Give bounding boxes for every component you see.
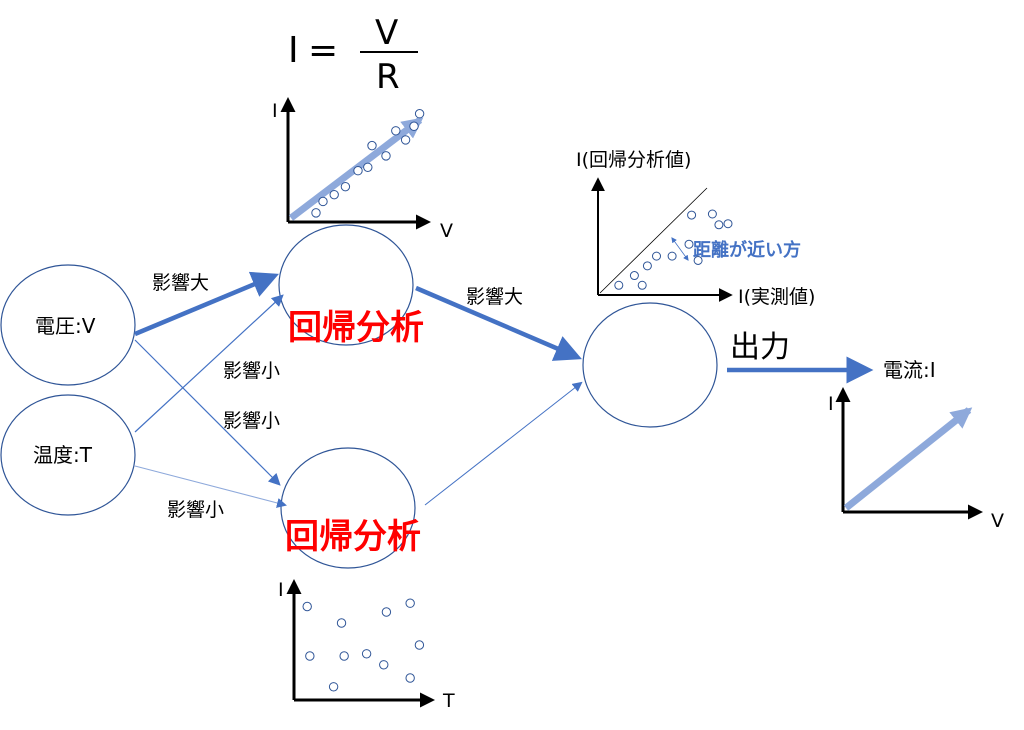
- compare-point-1: [629, 271, 639, 281]
- compare-axis-x-label: I(実測値): [738, 286, 815, 308]
- iv-point-11: [414, 109, 425, 119]
- it-point-1: [336, 618, 347, 628]
- it-point-0: [302, 601, 312, 612]
- label-small-2: 影響小: [223, 410, 280, 432]
- iv-point-6: [367, 140, 377, 151]
- compare-point-11: [723, 219, 733, 229]
- iv-point-1: [318, 196, 328, 207]
- compare-point-2: [637, 280, 647, 290]
- regression-node-bottom[interactable]: [280, 447, 416, 569]
- it-point-7: [379, 660, 389, 670]
- label-small-3: 影響小: [167, 499, 224, 521]
- voltage-node[interactable]: [0, 264, 136, 386]
- regression-label-bottom: 回帰分析: [285, 517, 421, 557]
- output-axis-x-label: V: [991, 510, 1004, 532]
- compare-reference-line: [599, 187, 708, 294]
- iv-point-5: [363, 162, 373, 172]
- compare-point-5: [667, 251, 677, 261]
- iv-point-9: [400, 135, 411, 145]
- it-plot: I T: [278, 579, 455, 712]
- compare-point-4: [652, 251, 661, 261]
- temperature-label: 温度:T: [33, 443, 93, 467]
- label-small-1: 影響小: [223, 360, 280, 382]
- voltage-label: 電圧:V: [35, 314, 96, 338]
- output-plot: I V: [828, 387, 1004, 532]
- edge-bottom-output: [424, 381, 583, 506]
- formula-denominator: R: [376, 57, 400, 97]
- iv-point-8: [391, 126, 401, 136]
- edge-voltage-top: [134, 271, 279, 337]
- iv-point-3: [340, 181, 351, 192]
- formula-equals: =: [308, 30, 338, 71]
- output-axis-y-label: I: [828, 393, 834, 415]
- it-point-6: [361, 649, 372, 659]
- iv-point-10: [409, 121, 419, 131]
- formula: I = V R: [288, 13, 418, 97]
- it-point-3: [405, 598, 415, 608]
- distance-annotation: 距離が近い方: [693, 239, 801, 261]
- compare-point-3: [642, 261, 652, 271]
- it-axis-x-label: T: [442, 690, 455, 712]
- iv-point-0: [311, 208, 321, 218]
- compare-point-0: [614, 280, 624, 290]
- iv-point-4: [353, 166, 363, 176]
- compare-point-9: [707, 209, 717, 219]
- regression-label-top: 回帰分析: [288, 308, 424, 348]
- it-point-2: [381, 607, 392, 617]
- output-trend-arrow: [843, 407, 973, 511]
- it-point-9: [328, 682, 339, 692]
- iv-point-7: [381, 151, 391, 161]
- iv-plot: I V: [272, 97, 453, 242]
- it-axis-y-label: I: [278, 579, 284, 601]
- formula-lhs: I: [288, 30, 299, 71]
- it-point-5: [339, 651, 349, 661]
- distance-indicator: [671, 237, 689, 261]
- output-label: 出力: [730, 330, 790, 365]
- output-target-label: 電流:I: [883, 358, 936, 382]
- it-point-8: [414, 640, 425, 650]
- edge-voltage-bottom: [134, 339, 281, 486]
- label-large-2: 影響大: [466, 286, 523, 308]
- edge-temperature-bottom: [134, 465, 287, 508]
- temperature-node[interactable]: [0, 394, 136, 516]
- iv-axis-y-label: I: [272, 100, 278, 122]
- compare-point-10: [714, 220, 724, 230]
- label-large-1: 影響大: [152, 272, 209, 294]
- edge-temperature-top: [134, 294, 284, 433]
- compare-point-6: [684, 239, 694, 249]
- formula-numerator: V: [375, 13, 398, 53]
- iv-point-2: [329, 189, 339, 200]
- compare-point-8: [693, 255, 703, 265]
- compare-point-7: [687, 210, 697, 220]
- regression-node-top[interactable]: [278, 224, 414, 346]
- output-node[interactable]: [582, 302, 718, 428]
- iv-axis-x-label: V: [440, 220, 453, 242]
- edge-top-output: [415, 285, 582, 361]
- it-point-10: [405, 673, 415, 683]
- compare-plot: I(回帰分析値) I(実測値) 距離が近い方: [576, 149, 815, 308]
- compare-axis-y-label: I(回帰分析値): [576, 149, 691, 171]
- it-point-4: [305, 651, 315, 661]
